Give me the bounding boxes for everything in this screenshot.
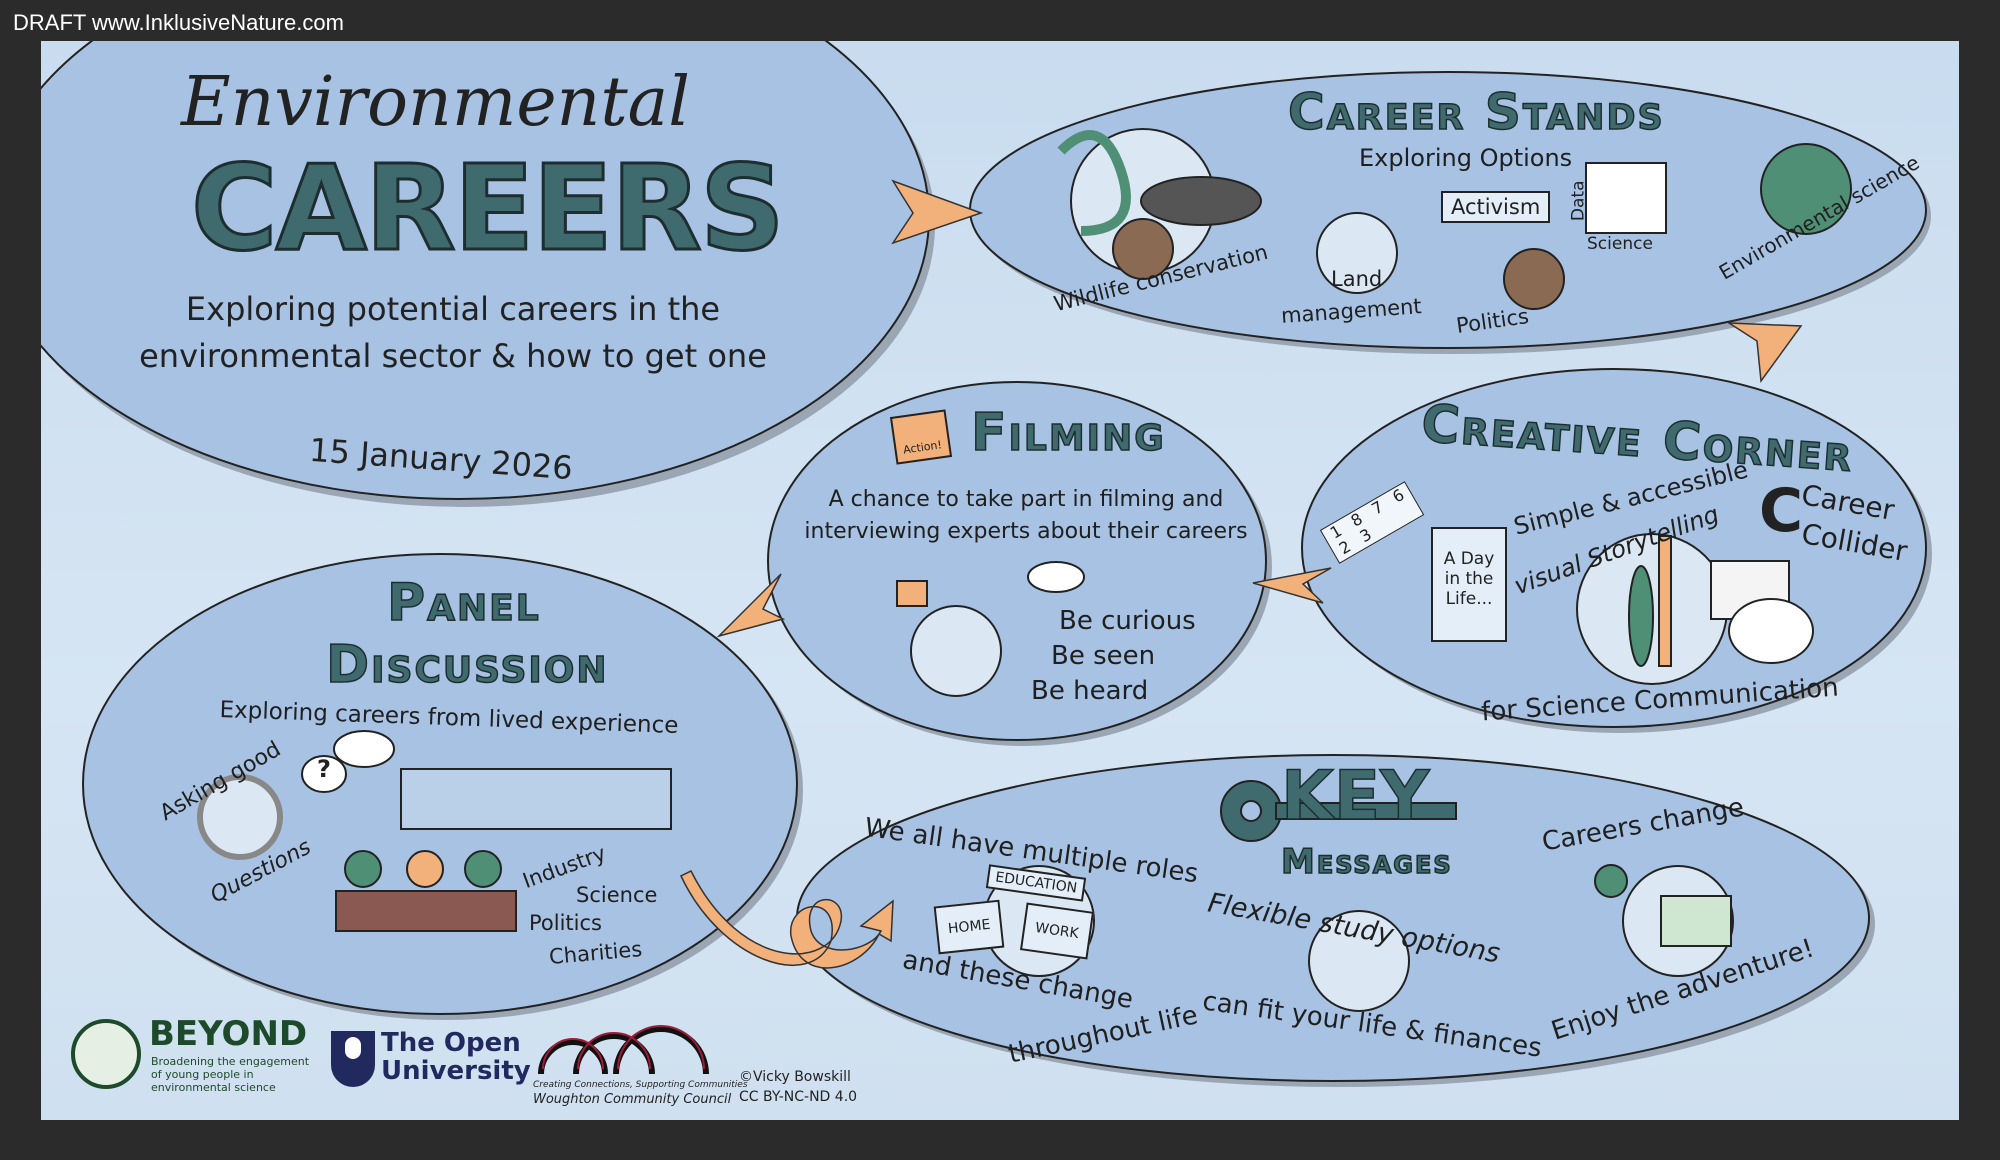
arrow-icon xyxy=(891,179,984,245)
woughton-tagline: Creating Connections, Supporting Communi… xyxy=(533,1080,748,1090)
bubbles-layer xyxy=(41,41,1932,1087)
map-icon xyxy=(1660,895,1732,947)
beyond-logo-icon xyxy=(71,1019,141,1089)
politics-label: Politics xyxy=(529,911,602,935)
clapperboard-icon: Action! xyxy=(889,409,953,465)
license: CC BY-NC-ND 4.0 xyxy=(739,1089,858,1105)
arrow-icon xyxy=(1252,567,1332,604)
be-heard-label: Be heard xyxy=(1031,676,1149,706)
data-chart-icon xyxy=(1585,162,1667,234)
career-stands-title: Career Stands xyxy=(1287,83,1665,141)
filming-description-2: interviewing experts about their careers xyxy=(804,519,1248,544)
arrow-icon xyxy=(1726,322,1803,384)
magnifier-icon xyxy=(197,774,283,860)
clapper-label: Action! xyxy=(902,438,943,457)
beyond-tagline: Broadening the engagement of young peopl… xyxy=(151,1055,309,1094)
snake-icon xyxy=(1057,130,1131,236)
filming-figures-illustration xyxy=(910,605,1002,697)
activism-sign: Activism xyxy=(1441,191,1551,223)
ou-line: University xyxy=(381,1056,531,1086)
work-card: WORK xyxy=(1019,902,1094,960)
filming-description-1: A chance to take part in filming and xyxy=(828,487,1224,512)
subtitle-line-2: environmental sector & how to get one xyxy=(139,337,767,375)
fists-icon xyxy=(1503,248,1565,310)
hedgehog-icon xyxy=(1112,218,1174,280)
open-university-shield-icon xyxy=(331,1031,375,1087)
day-in-life-book: A Day in the Life... xyxy=(1431,527,1507,642)
science-label: Science xyxy=(1587,234,1653,254)
home-card: HOME xyxy=(933,899,1005,955)
open-university-logo: The Open University xyxy=(381,1029,531,1085)
thought-bubble-icon xyxy=(301,755,347,793)
ou-line: The Open xyxy=(381,1028,521,1058)
draft-label: DRAFT www.InklusiveNature.com xyxy=(13,10,344,35)
book-line: A Day xyxy=(1443,549,1495,569)
page-title: CAREERS xyxy=(190,139,787,277)
beyond-logo-text: BEYOND xyxy=(149,1014,308,1054)
curly-arrow-icon xyxy=(680,869,894,969)
arrow-icon xyxy=(716,573,786,638)
badger-icon xyxy=(1140,176,1262,226)
be-curious-label: Be curious xyxy=(1059,606,1196,636)
book-line: Life... xyxy=(1445,589,1493,609)
science-label: Science xyxy=(576,883,658,907)
subtitle-line-1: Exploring potential careers in the xyxy=(185,290,721,328)
graduation-books-illustration xyxy=(1308,910,1410,1012)
filming-bubble xyxy=(767,381,1267,741)
book-line: in the xyxy=(1444,569,1494,589)
panel-title: Panel xyxy=(386,573,541,633)
question-mark: ? xyxy=(317,755,331,783)
title-script: Environmental xyxy=(181,63,690,142)
woughton-name: Woughton Community Council xyxy=(533,1092,732,1107)
infographic-canvas: Environmental CAREERS Exploring potentia… xyxy=(41,41,1959,1120)
audience-chairs-icon xyxy=(335,890,517,932)
pencil-icon xyxy=(1658,535,1672,667)
thought-bubble-icon xyxy=(333,730,395,768)
messages-title: Messages xyxy=(1280,842,1453,882)
tagline-line: of young people in xyxy=(151,1068,254,1081)
land-label: Land xyxy=(1331,267,1383,291)
be-seen-label: Be seen xyxy=(1051,641,1156,671)
globe-icon xyxy=(1760,143,1852,235)
filming-title: Filming xyxy=(970,403,1166,463)
collider-c-letter: C xyxy=(1759,476,1804,546)
tagline-line: Broadening the engagement xyxy=(151,1055,310,1068)
data-label: Data xyxy=(1568,180,1589,222)
discussion-title: Discussion xyxy=(325,635,609,695)
paint-palette-icon xyxy=(1728,598,1814,664)
panel-stage-icon xyxy=(400,768,672,830)
woughton-arches-icon xyxy=(538,1025,709,1075)
career-stands-subtitle: Exploring Options xyxy=(1359,144,1573,172)
land-management-illustration xyxy=(1316,212,1398,294)
copyright: ©Vicky Bowskill xyxy=(739,1069,851,1085)
speech-bubble-icon xyxy=(1027,561,1085,593)
stick-figure-icon xyxy=(1628,565,1654,667)
tagline-line: environmental science xyxy=(151,1081,276,1094)
key-title: KEY xyxy=(1280,757,1430,836)
camera-icon xyxy=(896,580,928,607)
